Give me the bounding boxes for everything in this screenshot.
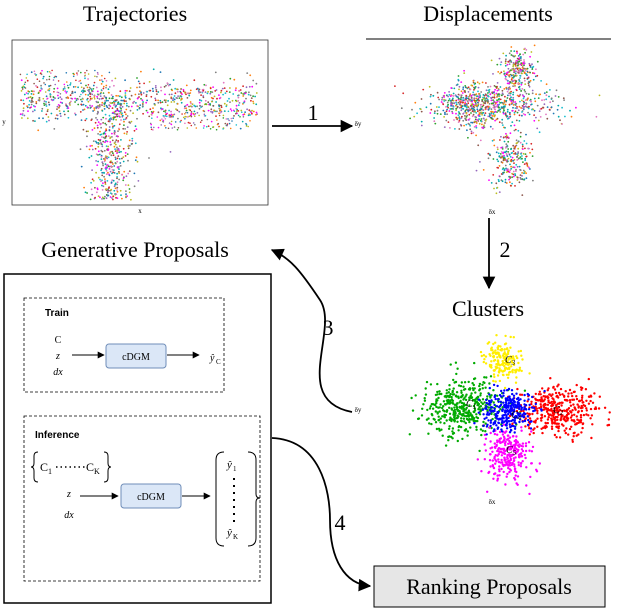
train-box bbox=[23, 297, 225, 393]
inference-output-yk: ŷ K bbox=[226, 527, 238, 541]
cluster-label-c1: C1 bbox=[466, 399, 476, 411]
inference-dx-input: dx bbox=[64, 510, 74, 521]
svg-text:1: 1 bbox=[233, 465, 237, 473]
svg-text:ŷ: ŷ bbox=[226, 459, 232, 471]
svg-text:C2: C2 bbox=[553, 405, 564, 417]
clusters-plot bbox=[408, 334, 611, 496]
trajectories-plot-frame bbox=[11, 39, 269, 206]
inference-output-y1: ŷ 1 bbox=[226, 459, 237, 473]
inference-box bbox=[23, 415, 261, 582]
displacements-title: Displacements bbox=[423, 1, 553, 26]
step3-arrow bbox=[270, 248, 353, 413]
train-z-input: z bbox=[55, 351, 60, 362]
generative-outer-box bbox=[3, 273, 272, 604]
cluster-label-c5: C5 bbox=[506, 445, 517, 457]
train-title: Train bbox=[45, 308, 69, 319]
inference-cdgm-box bbox=[120, 483, 182, 509]
generative-proposals-title: Generative Proposals bbox=[41, 237, 229, 262]
inference-cdgm-label: cDGM bbox=[137, 492, 165, 503]
step2-label: 2 bbox=[500, 237, 511, 262]
inference-output-brace bbox=[215, 451, 261, 547]
displacements-plot bbox=[394, 44, 601, 197]
trajectories-xlabel: x bbox=[138, 207, 142, 215]
svg-text:C5: C5 bbox=[506, 445, 517, 457]
svg-text:K: K bbox=[94, 467, 100, 476]
train-dx-input: dx bbox=[53, 367, 63, 378]
inference-brace-right bbox=[103, 451, 112, 483]
train-output-y: ŷ C bbox=[209, 353, 221, 366]
clusters-xlabel: δx bbox=[489, 498, 496, 506]
svg-text:C3: C3 bbox=[505, 355, 516, 367]
svg-text:1: 1 bbox=[48, 467, 52, 476]
cluster-label-c4: C4 bbox=[511, 410, 522, 422]
clusters-title: Clusters bbox=[452, 296, 524, 321]
svg-text:C: C bbox=[86, 460, 94, 474]
trajectories-title: Trajectories bbox=[83, 1, 187, 26]
inference-ck: C K bbox=[86, 460, 100, 476]
train-c-input: C bbox=[55, 335, 62, 346]
svg-text:C: C bbox=[40, 460, 48, 474]
trajectories-plot bbox=[19, 68, 258, 201]
inference-title: Inference bbox=[35, 430, 80, 441]
trajectories-ylabel: y bbox=[2, 118, 6, 126]
displacements-xlabel: δx bbox=[489, 208, 496, 216]
train-cdgm-label: cDGM bbox=[122, 352, 150, 363]
inference-z-input: z bbox=[66, 489, 71, 500]
svg-text:C: C bbox=[216, 358, 221, 366]
ranking-proposals-label: Ranking Proposals bbox=[406, 574, 572, 599]
svg-text:C4: C4 bbox=[511, 410, 522, 422]
svg-text:K: K bbox=[233, 533, 238, 541]
clusters-ylabel: δy bbox=[355, 406, 362, 414]
step3-label: 3 bbox=[323, 315, 334, 340]
ranking-proposals-box bbox=[373, 565, 606, 608]
inference-c1: C 1 bbox=[40, 460, 52, 476]
displacements-ylabel: δy bbox=[355, 120, 362, 128]
step4-label: 4 bbox=[335, 510, 346, 535]
cluster-label-c3: C3 bbox=[505, 355, 516, 367]
step1-label: 1 bbox=[308, 100, 319, 125]
svg-text:C1: C1 bbox=[466, 399, 476, 411]
svg-text:ŷ: ŷ bbox=[226, 527, 232, 539]
inference-brace-left bbox=[30, 451, 39, 483]
svg-text:ŷ: ŷ bbox=[209, 353, 215, 364]
step4-arrow bbox=[271, 437, 372, 592]
cluster-label-c2: C2 bbox=[553, 405, 564, 417]
train-cdgm-box bbox=[105, 343, 167, 369]
